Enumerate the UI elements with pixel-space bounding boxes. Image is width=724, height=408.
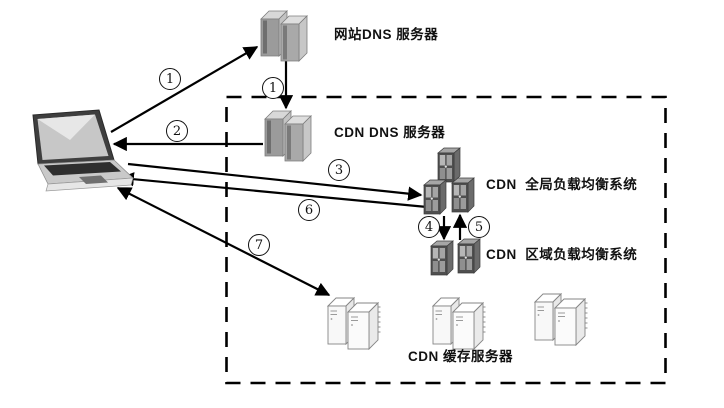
cache-server-icon-1: [327, 297, 381, 350]
regional-load-balancer-icon: [430, 238, 481, 276]
arrow-step3-user-to-global-lb: [127, 162, 423, 201]
arrow-step6-global-lb-to-user: [119, 172, 428, 209]
global-lb-label: CDN 全局负载均衡系统: [486, 177, 638, 192]
step-badge-5: 5: [468, 216, 490, 238]
arrow-step7-user-cache-bidirectional: [116, 187, 331, 296]
regional-lb-label: CDN 区域负载均衡系统: [486, 247, 638, 262]
cdn-dns-label: CDN DNS 服务器: [334, 125, 446, 140]
step-badge-7: 7: [248, 234, 270, 256]
arrow-layer: [110, 46, 468, 296]
user-laptop-icon: [32, 109, 134, 192]
step-badge-2: 2: [166, 120, 188, 142]
cache-server-icon-3: [534, 293, 588, 346]
arrow-step1-user-to-website-dns: [110, 46, 259, 133]
cache-server-icon-2: [432, 297, 486, 350]
step-badge-1-forward: 1: [262, 77, 284, 99]
step-badge-3: 3: [328, 159, 350, 181]
website-dns-label: 网站DNS 服务器: [334, 27, 439, 42]
step-badge-1-request: 1: [159, 68, 181, 90]
website-dns-server-icon: [260, 10, 308, 62]
step-badge-4: 4: [418, 216, 440, 238]
cache-servers-label: CDN 缓存服务器: [408, 349, 513, 364]
cdn-dns-server-icon: [264, 110, 312, 162]
global-load-balancer-icon: [423, 147, 475, 215]
step-badge-6: 6: [298, 199, 320, 221]
